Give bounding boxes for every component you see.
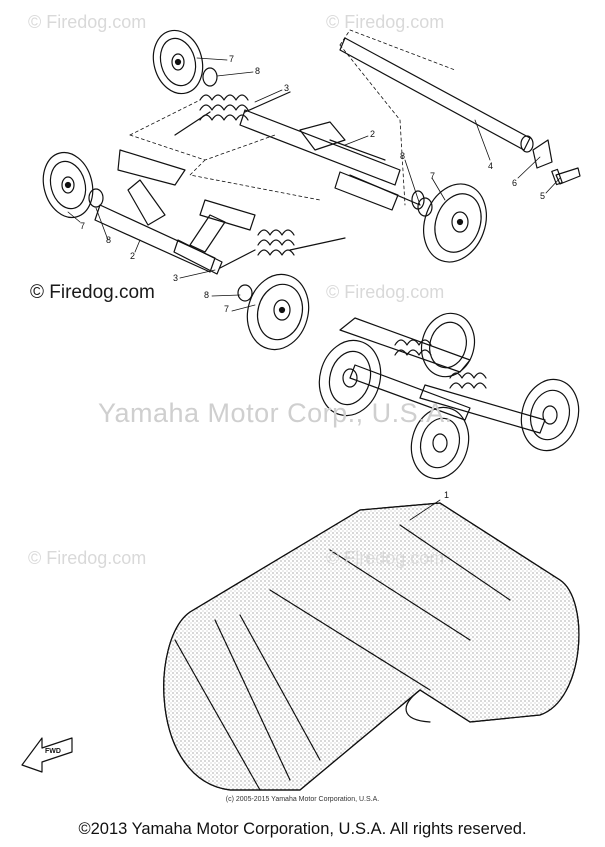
small-copyright: (c) 2005-2015 Yamaha Motor Corporation, … (225, 796, 380, 803)
idler-wheel-bottom (246, 273, 310, 351)
callout-7-right: 7 (430, 171, 436, 181)
track-belt (163, 502, 580, 791)
guide-lines-top (129, 29, 456, 206)
callout-7-bottom: 7 (224, 304, 230, 314)
callout-8-top: 8 (255, 66, 261, 76)
watermark-mid-right: © Firedog.com (326, 282, 445, 302)
idler-wheel-top-left (152, 29, 204, 95)
callout-3-bottom: 3 (173, 273, 179, 283)
forward-arrow-icon (21, 737, 73, 773)
bushing-top-left (202, 67, 218, 87)
watermark-top-left: © Firedog.com (28, 12, 147, 32)
callout-1: 1 (444, 490, 450, 500)
callout-2-left: 2 (130, 251, 136, 261)
watermark-center: Yamaha Motor Corp., U.S.A. (98, 398, 453, 428)
callout-8-right: 8 (400, 151, 406, 161)
callout-4: 4 (488, 161, 494, 171)
watermark-mid-left: © Firedog.com (30, 282, 155, 303)
axle-left (94, 149, 256, 275)
forward-label: FWD (45, 748, 61, 755)
bushing-right (417, 197, 433, 217)
watermark-top-right: © Firedog.com (326, 12, 445, 32)
shaft-long (339, 37, 534, 153)
callout-8-left: 8 (106, 235, 112, 245)
bushing-bottom (237, 284, 253, 302)
callout-7-left: 7 (80, 221, 86, 231)
bushing-left (88, 188, 104, 208)
footer-copyright: ©2013 Yamaha Motor Corporation, U.S.A. A… (78, 820, 527, 838)
callout-7-top: 7 (229, 54, 235, 64)
spring-top (174, 91, 291, 136)
callout-3-top: 3 (284, 83, 290, 93)
callout-6-right: 6 (512, 178, 518, 188)
callout-8-bottom: 8 (204, 290, 210, 300)
callout-5: 5 (540, 191, 546, 201)
axle-top (239, 109, 425, 211)
callout-leaders (67, 57, 561, 521)
washer-6 (532, 139, 553, 169)
spring-lower (219, 229, 346, 269)
idler-wheel-right (423, 183, 487, 263)
callout-2-top: 2 (370, 129, 376, 139)
watermark-low-right: © Firedog.com (326, 548, 445, 568)
idler-wheel-left (42, 151, 94, 219)
bolt-5 (551, 167, 581, 186)
watermark-low-left: © Firedog.com (28, 548, 147, 568)
assembled-suspension (318, 312, 580, 480)
